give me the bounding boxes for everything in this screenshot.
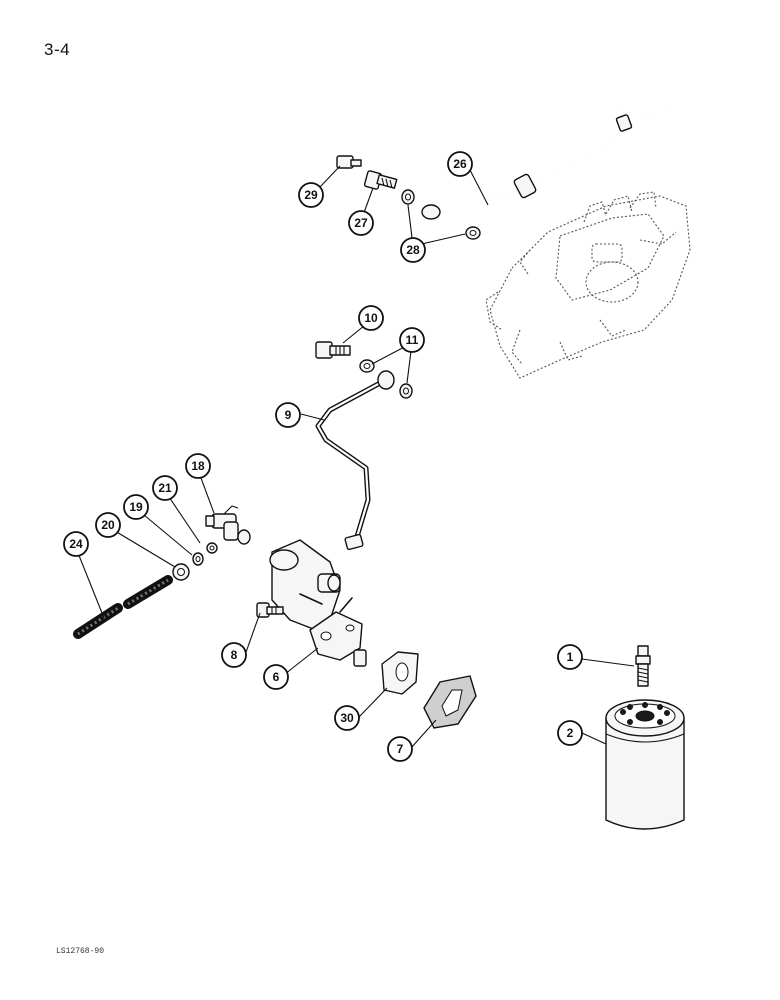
- bleed-screw-29: [336, 155, 362, 169]
- callout-19: 19: [123, 494, 149, 520]
- callout-18: 18: [185, 453, 211, 479]
- spacer-plate-30: [381, 651, 419, 695]
- callout-circle: [275, 402, 301, 428]
- callout-label: 2: [567, 726, 574, 740]
- callout-circle: [400, 237, 426, 263]
- callout-label: 18: [191, 459, 205, 473]
- callout-label: 26: [453, 157, 467, 171]
- callout-label: 6: [273, 670, 280, 684]
- callout-circle: [63, 531, 89, 557]
- fuel-lift-pump-6: [269, 539, 367, 667]
- callout-label: 10: [364, 311, 378, 325]
- callout-circle: [298, 182, 324, 208]
- banjo-bolt-10: [315, 341, 351, 359]
- callout-label: 7: [397, 742, 404, 756]
- nut-20: [172, 563, 190, 581]
- callout-label: 1: [567, 650, 574, 664]
- hose-24: [73, 575, 173, 639]
- callout-21: 21: [152, 475, 178, 501]
- banjo-bolt-27: [363, 170, 398, 190]
- callout-6: 6: [263, 664, 289, 690]
- callout-circle: [557, 720, 583, 746]
- callout-8: 8: [221, 642, 247, 668]
- callout-24: 24: [63, 531, 89, 557]
- callout-label: 11: [406, 333, 419, 347]
- callout-circle: [263, 664, 289, 690]
- fuel-line-26: [421, 90, 670, 220]
- callout-circle: [185, 453, 211, 479]
- callout-circle: [387, 736, 413, 762]
- callout-circle: [123, 494, 149, 520]
- callout-1: 1: [557, 644, 583, 670]
- callout-label: 29: [304, 188, 318, 202]
- washer-19: [192, 552, 204, 566]
- callout-circle: [557, 644, 583, 670]
- olive-21: [206, 542, 218, 554]
- callout-28: 28: [400, 237, 426, 263]
- callout-circle: [358, 305, 384, 331]
- callout-label: 20: [101, 518, 115, 532]
- callout-label: 30: [340, 711, 354, 725]
- callout-label: 24: [69, 537, 83, 551]
- sealing-washers-11: [359, 359, 413, 399]
- callout-circle: [152, 475, 178, 501]
- callout-11: 11: [399, 327, 425, 353]
- callout-circle: [95, 512, 121, 538]
- callout-20: 20: [95, 512, 121, 538]
- callout-circle: [221, 642, 247, 668]
- drain-valve-18: [205, 505, 251, 545]
- callout-circle: [334, 705, 360, 731]
- callout-circle: [348, 210, 374, 236]
- callout-26: 26: [447, 151, 473, 177]
- callout-label: 19: [129, 500, 143, 514]
- callout-9: 9: [275, 402, 301, 428]
- callout-label: 28: [406, 243, 420, 257]
- callout-circle: [447, 151, 473, 177]
- callout-label: 8: [231, 648, 238, 662]
- callout-29: 29: [298, 182, 324, 208]
- callout-2: 2: [557, 720, 583, 746]
- sealing-washers-28: [401, 189, 481, 240]
- callout-7: 7: [387, 736, 413, 762]
- fuel-line-9: [315, 370, 395, 551]
- pump-gasket-7: [423, 675, 477, 729]
- callout-label: 9: [285, 408, 292, 422]
- callout-27: 27: [348, 210, 374, 236]
- callout-circle: [399, 327, 425, 353]
- injection-pump-illustration: [485, 191, 691, 379]
- callout-30: 30: [334, 705, 360, 731]
- callout-10: 10: [358, 305, 384, 331]
- fuel-filter-2: [605, 699, 685, 830]
- callout-label: 21: [158, 481, 172, 495]
- reference-code: LS12768-90: [56, 947, 105, 956]
- callout-label: 27: [354, 216, 368, 230]
- page-number: 3-4: [44, 40, 71, 59]
- filter-adapter-fitting-1: [635, 645, 651, 687]
